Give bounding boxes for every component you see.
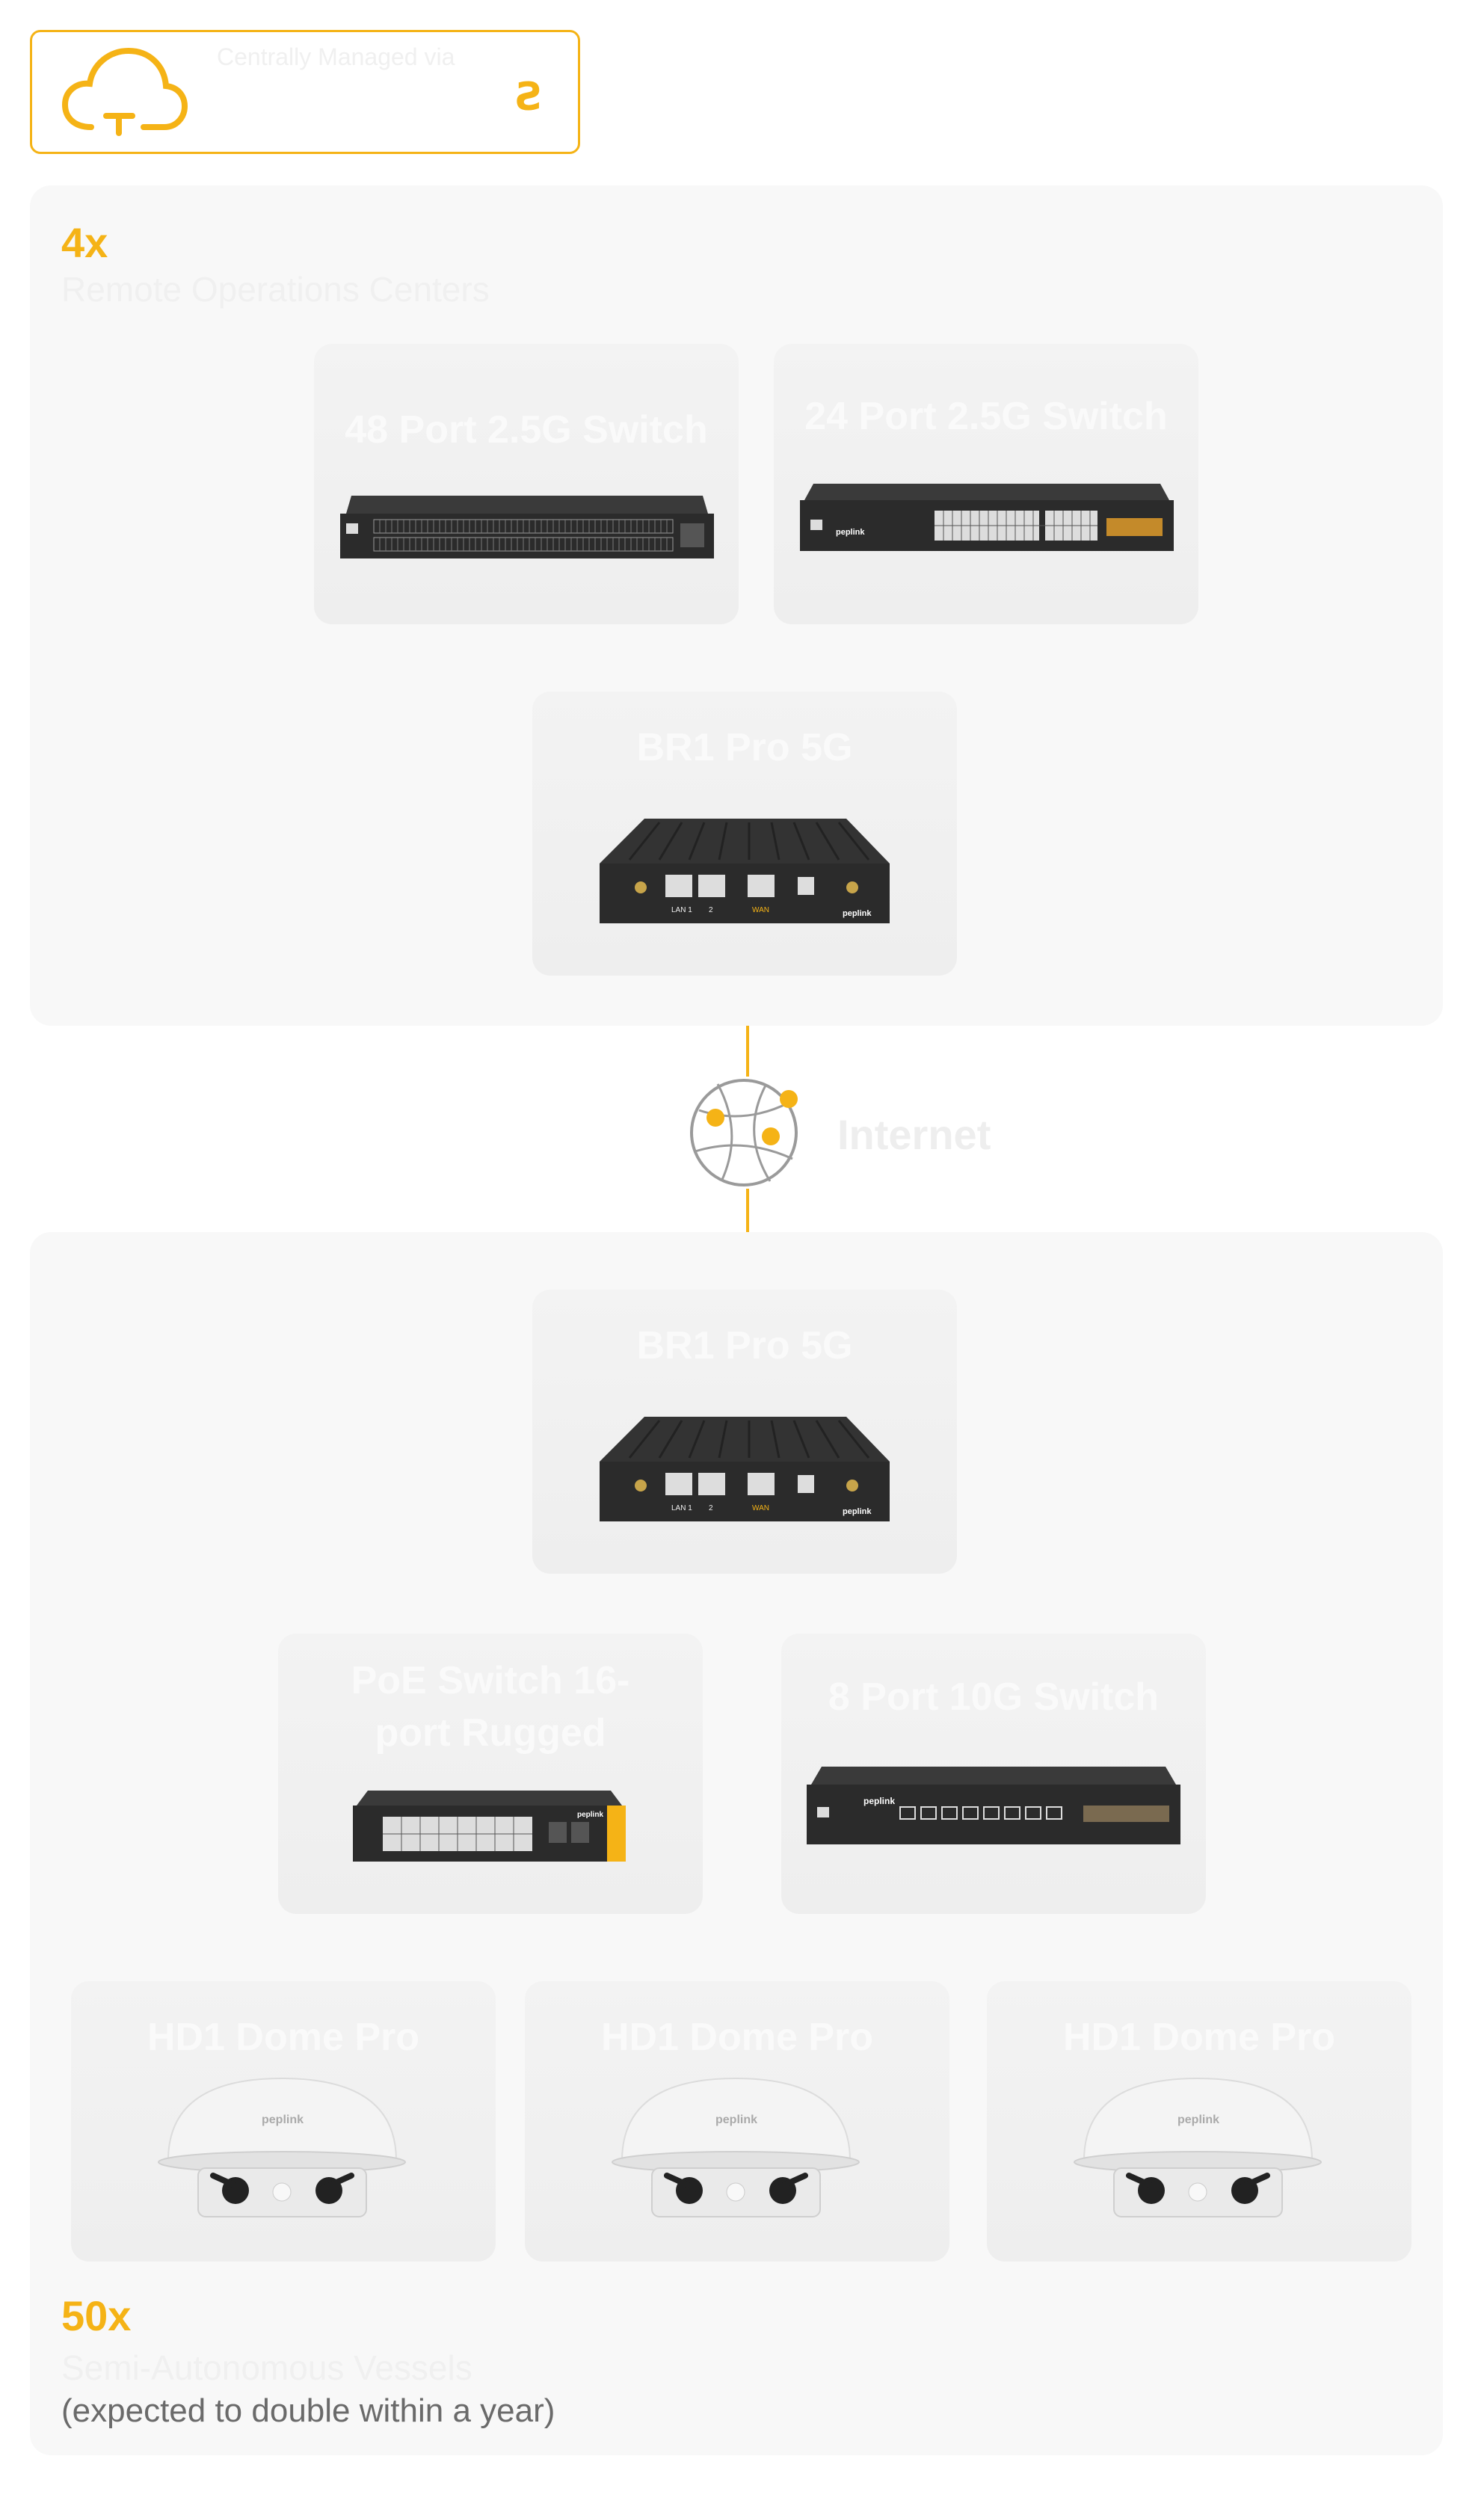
switch16-brand: peplink: [577, 1811, 603, 1819]
router-bottom-wan: WAN: [752, 1504, 769, 1512]
switch16-device: peplink: [353, 1791, 626, 1862]
switch8-brand: peplink: [863, 1796, 895, 1806]
card-switch24: 24 Port 2.5G Switch peplink: [774, 344, 1198, 624]
card-switch16-title: PoE Switch 16-port Rugged: [351, 1659, 630, 1755]
card-switch24-title: 24 Port 2.5G Switch: [804, 395, 1168, 438]
bottom-section-count: 50x: [61, 2292, 132, 2339]
card-switch48-title: 48 Port 2.5G Switch: [345, 408, 708, 452]
router-bottom-device: LAN 1 2 WAN peplink: [600, 1417, 890, 1521]
card-dome2-title: HD1 Dome Pro: [600, 2016, 874, 2059]
switch24-brand: peplink: [836, 528, 865, 537]
card-switch16: PoE Switch 16-port Rugged peplink: [278, 1634, 703, 1914]
dome3-brand: peplink: [1177, 2114, 1219, 2126]
dome1-device: peplink: [158, 2077, 406, 2217]
card-switch8-title: 8 Port 10G Switch: [828, 1675, 1160, 1719]
managed-via-label: Centrally Managed via: [217, 43, 455, 70]
router-top-lan2: 2: [709, 906, 713, 914]
top-section-count: 4x: [61, 219, 108, 266]
switch8-device: peplink: [807, 1767, 1180, 1844]
card-dome3: HD1 Dome Pro peplink: [987, 1981, 1411, 2262]
dome1-brand: peplink: [262, 2114, 304, 2126]
router-top-device: LAN 1 2 WAN peplink: [600, 819, 890, 923]
card-dome2: HD1 Dome Pro peplink: [525, 1981, 949, 2262]
dome3-device: peplink: [1074, 2077, 1322, 2217]
router-top-lan1: LAN 1: [671, 906, 692, 914]
card-router-top: BR1 Pro 5G LAN 1 2 WAN peplink: [532, 692, 957, 976]
card-router-bottom-title: BR1 Pro 5G: [636, 1324, 853, 1367]
globe-icon: [690, 1079, 798, 1186]
card-switch8: 8 Port 10G Switch peplink: [781, 1634, 1206, 1914]
top-section-title: Remote Operations Centers: [61, 270, 490, 309]
brand-mark: Ƨ: [516, 75, 544, 120]
router-bottom-lan2: 2: [709, 1504, 713, 1512]
switch24-device: peplink: [800, 484, 1174, 551]
card-switch48: 48 Port 2.5G Switch: [314, 344, 739, 624]
card-router-top-title: BR1 Pro 5G: [636, 726, 853, 769]
switch48-device: [340, 496, 714, 558]
bottom-section-title: Semi-Autonomous Vessels: [61, 2348, 472, 2387]
card-dome3-title: HD1 Dome Pro: [1062, 2016, 1336, 2059]
dome2-device: peplink: [612, 2077, 860, 2217]
card-dome1-title: HD1 Dome Pro: [147, 2016, 420, 2059]
router-top-brand: peplink: [843, 909, 872, 918]
router-top-wan: WAN: [752, 906, 769, 914]
dome2-brand: peplink: [715, 2114, 757, 2126]
cloud-icon: [61, 47, 188, 136]
card-dome1: HD1 Dome Pro peplink: [71, 1981, 496, 2262]
internet-label: Internet: [837, 1111, 991, 1158]
router-bottom-lan1: LAN 1: [671, 1504, 692, 1512]
card-router-bottom: BR1 Pro 5G LAN 1 2 WAN peplink: [532, 1290, 957, 1574]
router-bottom-brand: peplink: [843, 1507, 872, 1516]
bottom-section-note: (expected to double within a year): [61, 2392, 555, 2429]
